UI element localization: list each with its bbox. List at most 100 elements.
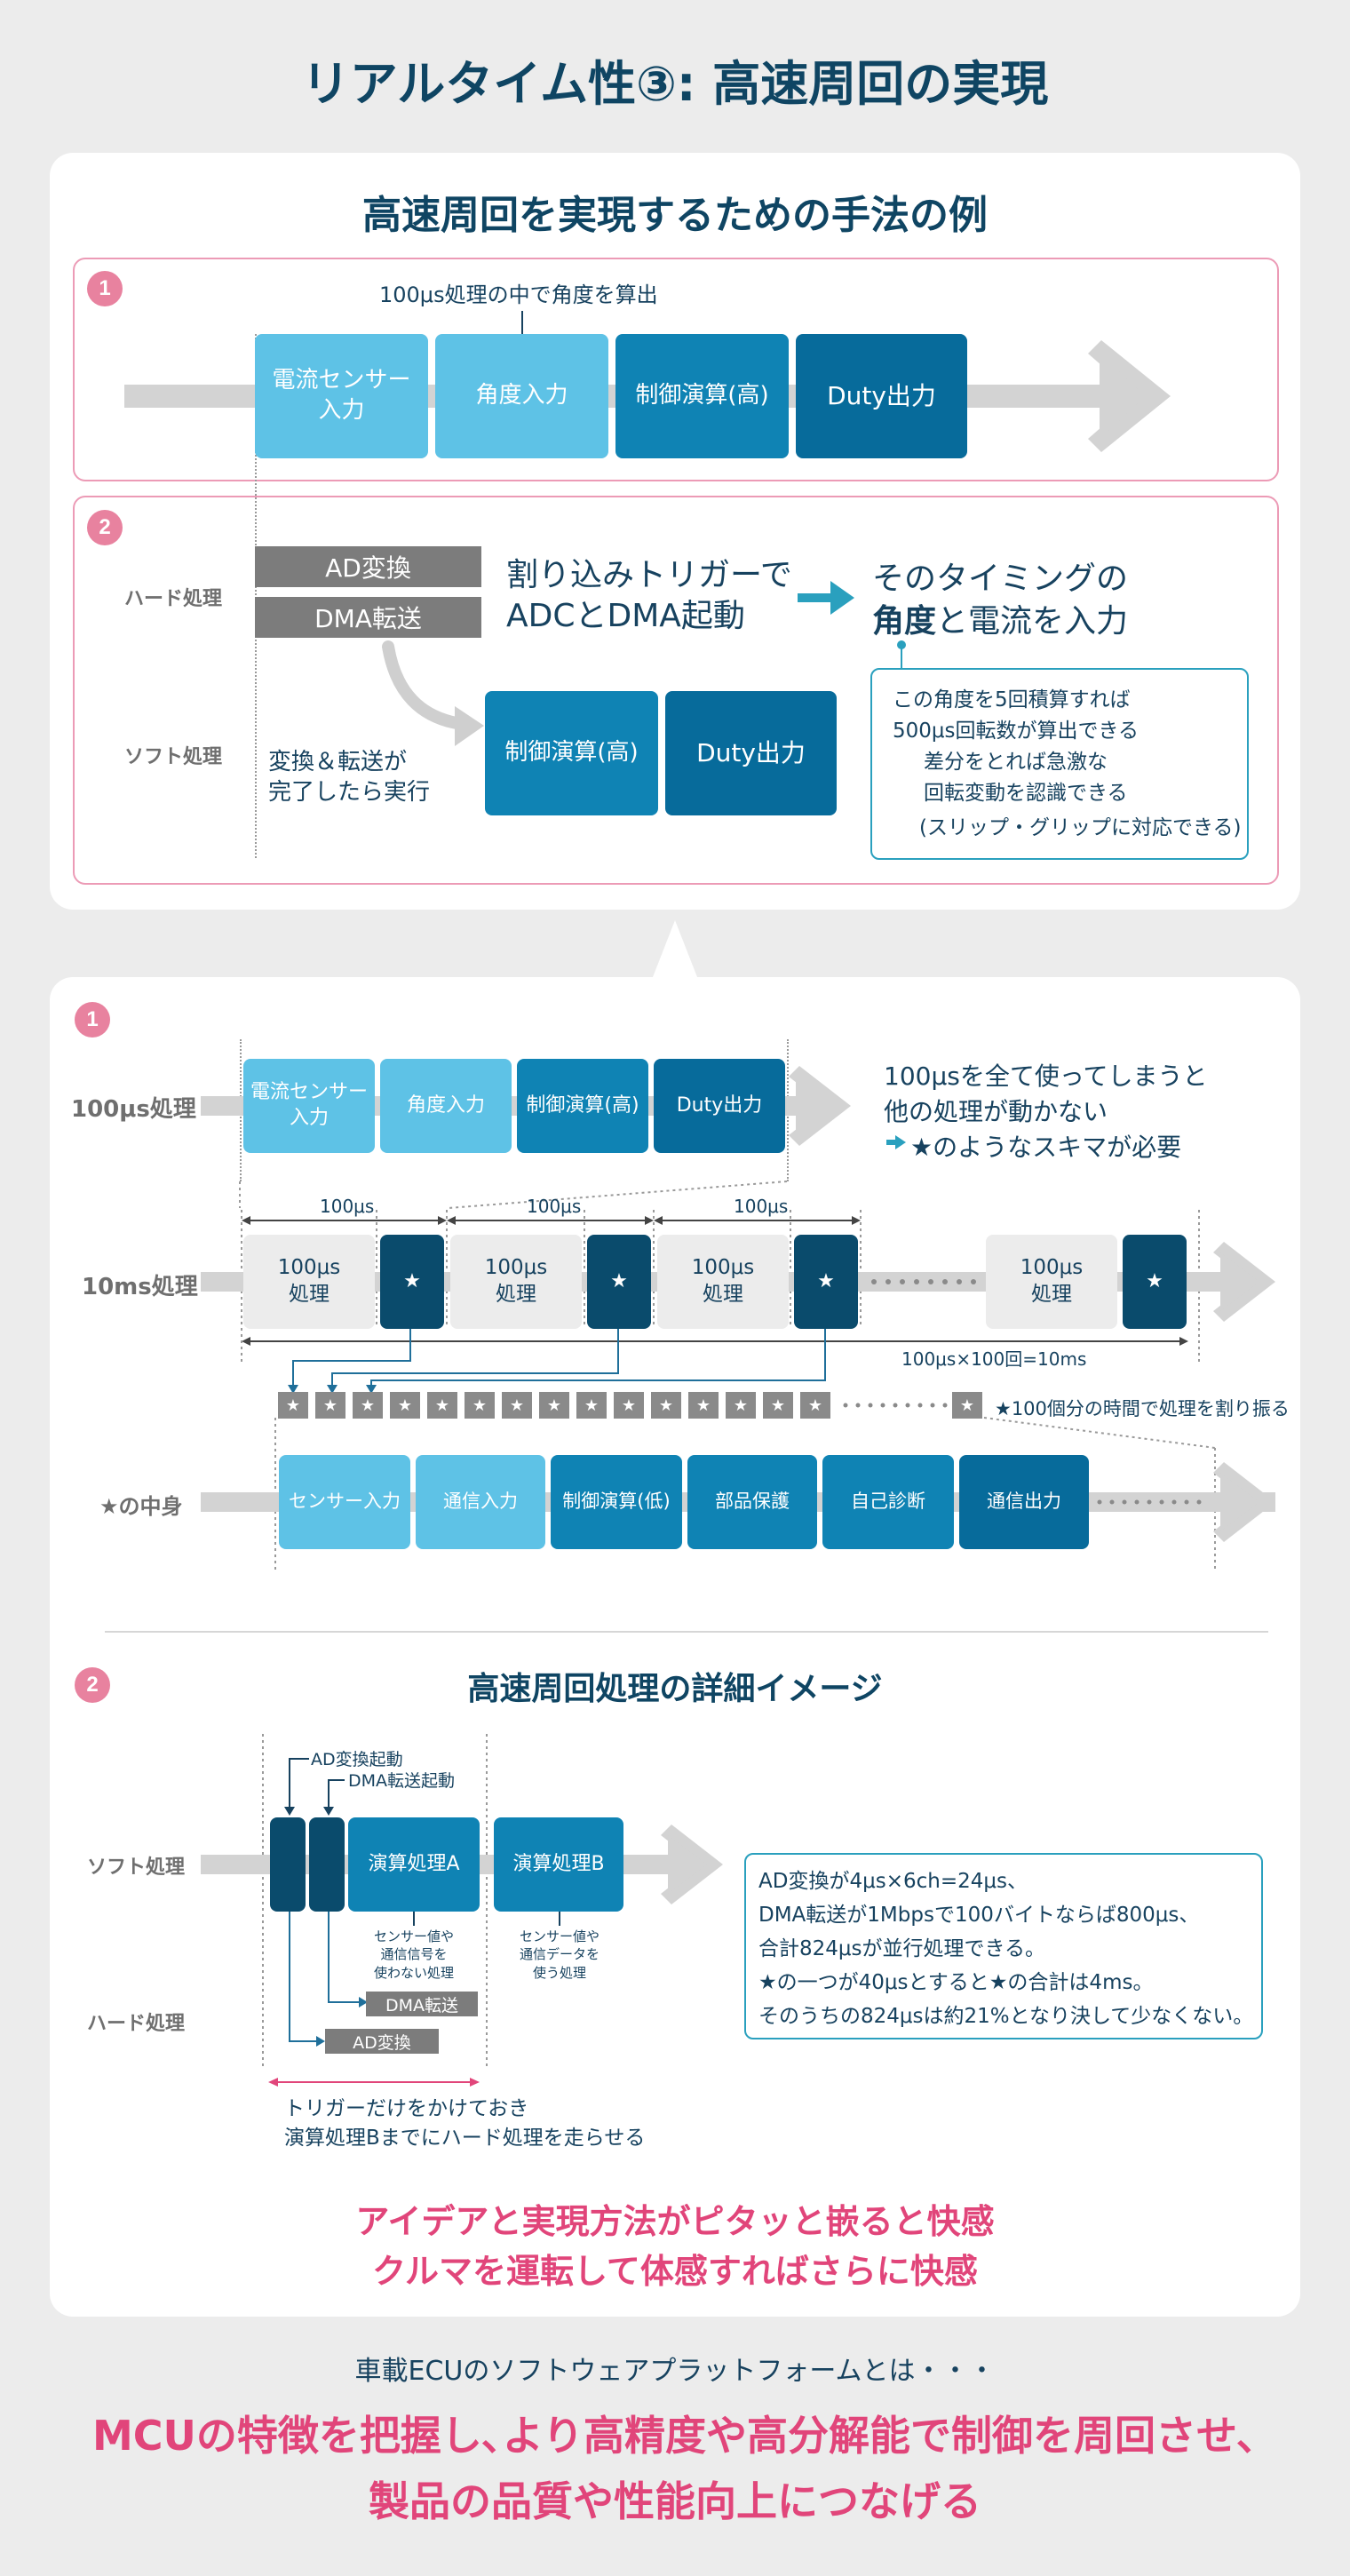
calc-a-block: 演算処理A	[348, 1817, 480, 1912]
row-star-contents-label: ★の中身	[99, 1494, 183, 1519]
section-divider	[105, 1631, 1268, 1633]
detail-dma-bar: DMA転送	[366, 1992, 478, 2016]
angle-emphasis: 角度	[872, 603, 937, 640]
current-input-text: と電流を入力	[936, 603, 1129, 640]
box2-control-calc-block: 制御演算(高)	[485, 691, 658, 815]
detail-heading: 高速周回処理の詳細イメージ	[467, 1671, 883, 1707]
trigger-text: トリガーだけをかけておき 演算処理Bまでにハード処理を走らせる	[284, 2097, 646, 2151]
footer-lead: 車載ECUのソフトウェアプラットフォームとは・・・	[354, 2356, 996, 2387]
star-slot: ★	[800, 1392, 830, 1419]
detail-note-line-2: DMA転送が1Mbpsで100バイトならば800μs、	[758, 1904, 1200, 1927]
dma-start-block	[309, 1817, 345, 1912]
sensor-input-block: センサー入力	[279, 1455, 410, 1549]
bottom-card	[50, 977, 1300, 2317]
side-text-line-1: 100μsを全て使ってしまうと	[884, 1061, 1208, 1091]
current-sensor-input-block: 電流センサー 入力	[255, 334, 428, 458]
top-card-heading: 高速周回を実現するための手法の例	[362, 193, 988, 238]
star-slot: ★	[614, 1392, 644, 1419]
detail-note	[744, 1853, 1263, 2039]
control-calc-high-block: 制御演算(高)	[615, 334, 789, 458]
box1-vline	[255, 334, 257, 858]
star-slot: ★	[651, 1392, 681, 1419]
row-100us-label: 100μs処理	[71, 1096, 196, 1123]
star-slot: ★	[726, 1392, 756, 1419]
note-line-2: 500μs回転数が算出できる	[893, 720, 1140, 743]
footer-message-line-1: MCUの特徴を把握し､より高精度や高分解能で制御を周回させ､	[92, 2412, 1258, 2460]
detail-ad-bar: AD変換	[325, 2029, 439, 2054]
process-100us-block-3: 100μs 処理	[657, 1235, 789, 1329]
star-slot: ★	[390, 1392, 420, 1419]
control-calc-low-block: 制御演算(低)	[551, 1455, 682, 1549]
bottom-number-1: 1	[75, 1002, 110, 1038]
calc-b-block: 演算処理B	[494, 1817, 623, 1912]
soft-label: ソフト処理	[124, 746, 223, 768]
duty-output-block: Duty出力	[796, 334, 967, 458]
detail-note-line-1: AD変換が4μs×6ch=24μs、	[758, 1870, 1028, 1893]
span-label-2: 100μs	[527, 1196, 582, 1217]
detail-note-line-3: 合計824μsが並行処理できる。	[758, 1937, 1046, 1960]
calc-b-note: センサー値や 通信データを 使う処理	[519, 1928, 600, 1981]
star-slot: ★	[688, 1392, 719, 1419]
star-slot: ★	[427, 1392, 457, 1419]
row1-angle-input-block: 角度入力	[380, 1059, 512, 1153]
note-line-5: (スリップ・グリップに対応できる)	[919, 816, 1242, 839]
star-allocation-text: ★100個分の時間で処理を割り振る	[995, 1398, 1290, 1419]
side-text-line-3: ★のようなスキマが必要	[910, 1133, 1182, 1162]
process-100us-block-1: 100μs 処理	[243, 1235, 375, 1329]
star-slot: ★	[763, 1392, 793, 1419]
comm-input-block: 通信入力	[416, 1455, 545, 1549]
row1-control-calc-block: 制御演算(高)	[517, 1059, 648, 1153]
detail-hard-label: ハード処理	[87, 2013, 186, 2035]
method-2-number: 2	[87, 510, 123, 545]
ad-start-label: AD変換起動	[311, 1750, 403, 1769]
star-block-last: ★	[1123, 1235, 1187, 1329]
star-slot: ★	[576, 1392, 607, 1419]
ad-convert-bar: AD変換	[255, 546, 481, 587]
note-line-3: 差分をとれば急激な	[924, 751, 1108, 774]
after-transfer-text: 変換＆転送が 完了したら実行	[268, 749, 431, 806]
ad-start-block	[270, 1817, 306, 1912]
star-slot: ★	[952, 1392, 982, 1419]
star-block-3: ★	[794, 1235, 858, 1329]
timing-text-line1: そのタイミングの	[872, 561, 1129, 597]
timing-text-line2: 角度と電流を入力	[872, 595, 1128, 641]
star-block-1: ★	[380, 1235, 444, 1329]
angle-input-block: 角度入力	[435, 334, 608, 458]
note-line-4: 回転変動を認識できる	[924, 782, 1128, 805]
calc-a-note: センサー値や 通信信号を 使わない処理	[373, 1928, 454, 1981]
star-block-2: ★	[587, 1235, 651, 1329]
row-10ms-label: 10ms処理	[82, 1274, 198, 1300]
method-1-number: 1	[87, 271, 123, 306]
component-protection-block: 部品保護	[687, 1455, 817, 1549]
comm-output-block: 通信出力	[959, 1455, 1089, 1549]
star-slot: ★	[278, 1392, 308, 1419]
angle-annotation: 100μs処理の中で角度を算出	[379, 282, 658, 307]
slogan-line-2: クルマを運転して体感すればさらに快感	[372, 2252, 978, 2291]
side-text-line-2: 他の処理が動かない	[884, 1097, 1108, 1126]
row1-duty-output-block: Duty出力	[654, 1059, 785, 1153]
row1-current-sensor-block: 電流センサー 入力	[243, 1059, 375, 1153]
dma-start-label: DMA転送起動	[348, 1771, 456, 1791]
dma-transfer-bar: DMA転送	[255, 597, 481, 638]
interrupt-text: 割り込みトリガーで ADCとDMA起動	[506, 557, 792, 635]
hard-label: ハード処理	[124, 588, 223, 610]
process-100us-block-2: 100μs 処理	[450, 1235, 582, 1329]
method-2-box	[73, 496, 1279, 885]
detail-note-line-4: ★の一つが40μsとすると★の合計は4ms。	[758, 1971, 1154, 1994]
note-line-1: この角度を5回積算すれば	[893, 688, 1131, 712]
star-slot: ★	[465, 1392, 495, 1419]
footer-message-line-2: 製品の品質や性能向上につなげる	[369, 2477, 981, 2525]
detail-soft-label: ソフト処理	[87, 1856, 186, 1879]
angle-integration-note	[870, 668, 1249, 860]
star-slot: ★	[315, 1392, 345, 1419]
bottom-number-2: 2	[75, 1667, 110, 1703]
span-label-1: 100μs	[320, 1196, 375, 1217]
process-100us-block-last: 100μs 処理	[986, 1235, 1117, 1329]
method-1-box	[73, 258, 1279, 481]
star-slot: ★	[502, 1392, 532, 1419]
total-duration-label: 100μs×100回=10ms	[901, 1348, 1087, 1370]
star-slot: ★	[353, 1392, 383, 1419]
